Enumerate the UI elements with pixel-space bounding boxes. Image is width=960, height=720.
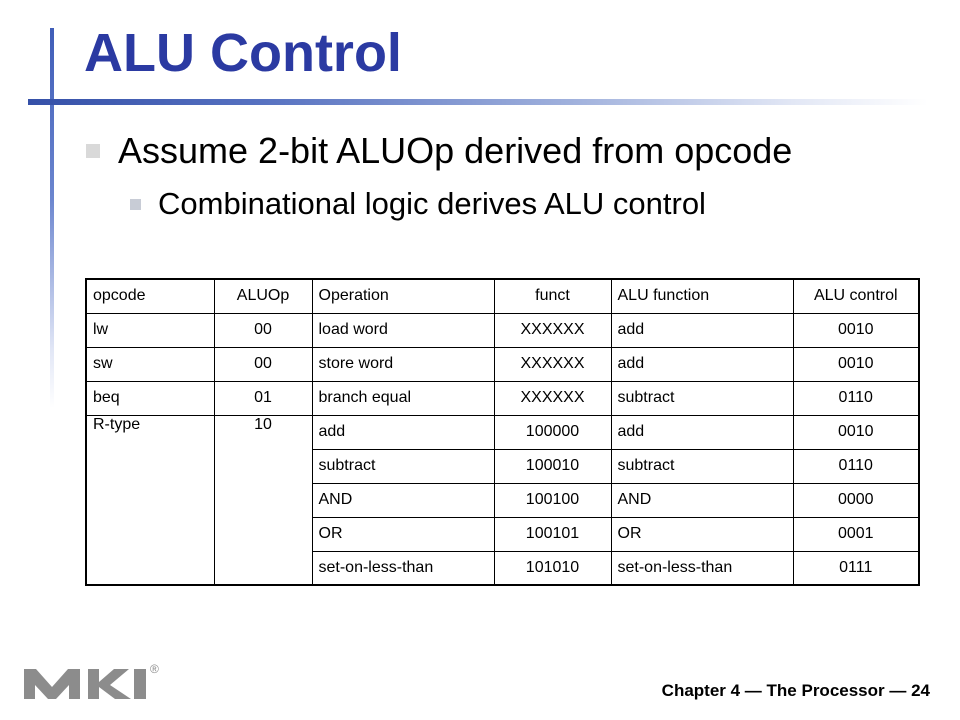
cell-aluop: 00 [213, 312, 313, 348]
vertical-accent-bar [50, 28, 54, 408]
header-funct: funct [493, 278, 612, 314]
bullet-level2-text: Combinational logic derives ALU control [158, 186, 706, 221]
cell-alu-control: 0010 [792, 346, 920, 382]
cell-alu-function: subtract [610, 448, 794, 484]
cell-funct: XXXXXX [493, 312, 612, 348]
cell-alu-function: subtract [610, 380, 794, 416]
header-opcode: opcode [85, 278, 215, 314]
cell-operation: add [311, 414, 495, 450]
cell-alu-control: 0010 [792, 414, 920, 450]
cell-funct: 101010 [493, 550, 612, 586]
cell-funct: 100010 [493, 448, 612, 484]
cell-alu-control: 0010 [792, 312, 920, 348]
cell-operation: branch equal [311, 380, 495, 416]
bullet-level2: Combinational logic derives ALU control [130, 186, 706, 222]
cell-alu-control: 0110 [792, 380, 920, 416]
cell-operation: OR [311, 516, 495, 552]
table-row: beq 01 branch equal XXXXXX subtract 0110 [85, 380, 920, 416]
cell-opcode: sw [85, 346, 215, 382]
table-row: lw 00 load word XXXXXX add 0010 [85, 312, 920, 348]
cell-alu-function: add [610, 346, 794, 382]
table-row: sw 00 store word XXXXXX add 0010 [85, 346, 920, 382]
cell-operation: subtract [311, 448, 495, 484]
alu-control-table: opcode ALUOp Operation funct ALU functio… [85, 278, 920, 586]
cell-alu-function: add [610, 414, 794, 450]
cell-alu-function: OR [610, 516, 794, 552]
table-row: AND 100100 AND 0000 [86, 482, 920, 518]
cell-funct: 100100 [493, 482, 612, 518]
mk-logo-icon: ® [24, 662, 159, 699]
table-header-row: opcode ALUOp Operation funct ALU functio… [85, 278, 920, 314]
header-alu-control: ALU control [792, 278, 920, 314]
registered-mark: ® [150, 662, 159, 676]
cell-alu-function: set-on-less-than [610, 550, 794, 586]
bullet-square-icon [130, 198, 141, 210]
cell-funct: XXXXXX [493, 346, 612, 382]
header-aluop: ALUOp [213, 278, 313, 314]
table-row: R-type 10 add 100000 add 0010 [85, 414, 920, 586]
header-alu-function: ALU function [610, 278, 794, 314]
table-row: OR 100101 OR 0001 [86, 516, 920, 552]
slide-title: ALU Control [84, 23, 402, 83]
cell-opcode: R-type [85, 414, 215, 586]
header-operation: Operation [311, 278, 495, 314]
cell-alu-function: add [610, 312, 794, 348]
slide-footer: Chapter 4 — The Processor — 24 [661, 681, 930, 700]
cell-aluop: 01 [213, 380, 313, 416]
table-row: set-on-less-than 101010 set-on-less-than… [86, 550, 920, 586]
cell-aluop: 00 [213, 346, 313, 382]
cell-operation: load word [311, 312, 495, 348]
cell-operation: AND [311, 482, 495, 518]
cell-alu-control: 0000 [792, 482, 920, 518]
cell-alu-control: 0001 [792, 516, 920, 552]
bullet-level1-text: Assume 2-bit ALUOp derived from opcode [118, 130, 793, 171]
table-row: subtract 100010 subtract 0110 [86, 448, 920, 484]
cell-funct: 100101 [493, 516, 612, 552]
cell-opcode: beq [85, 380, 215, 416]
cell-aluop: 10 [213, 414, 313, 586]
cell-operation: store word [311, 346, 495, 382]
title-underline-bar [28, 99, 928, 105]
bullet-square-icon [86, 144, 100, 158]
bullet-level1: Assume 2-bit ALUOp derived from opcode [86, 130, 792, 172]
cell-opcode: lw [85, 312, 215, 348]
cell-funct: 100000 [493, 414, 612, 450]
cell-alu-function: AND [610, 482, 794, 518]
cell-alu-control: 0111 [792, 550, 920, 586]
cell-funct: XXXXXX [493, 380, 612, 416]
cell-alu-control: 0110 [792, 448, 920, 484]
cell-operation: set-on-less-than [311, 550, 495, 586]
